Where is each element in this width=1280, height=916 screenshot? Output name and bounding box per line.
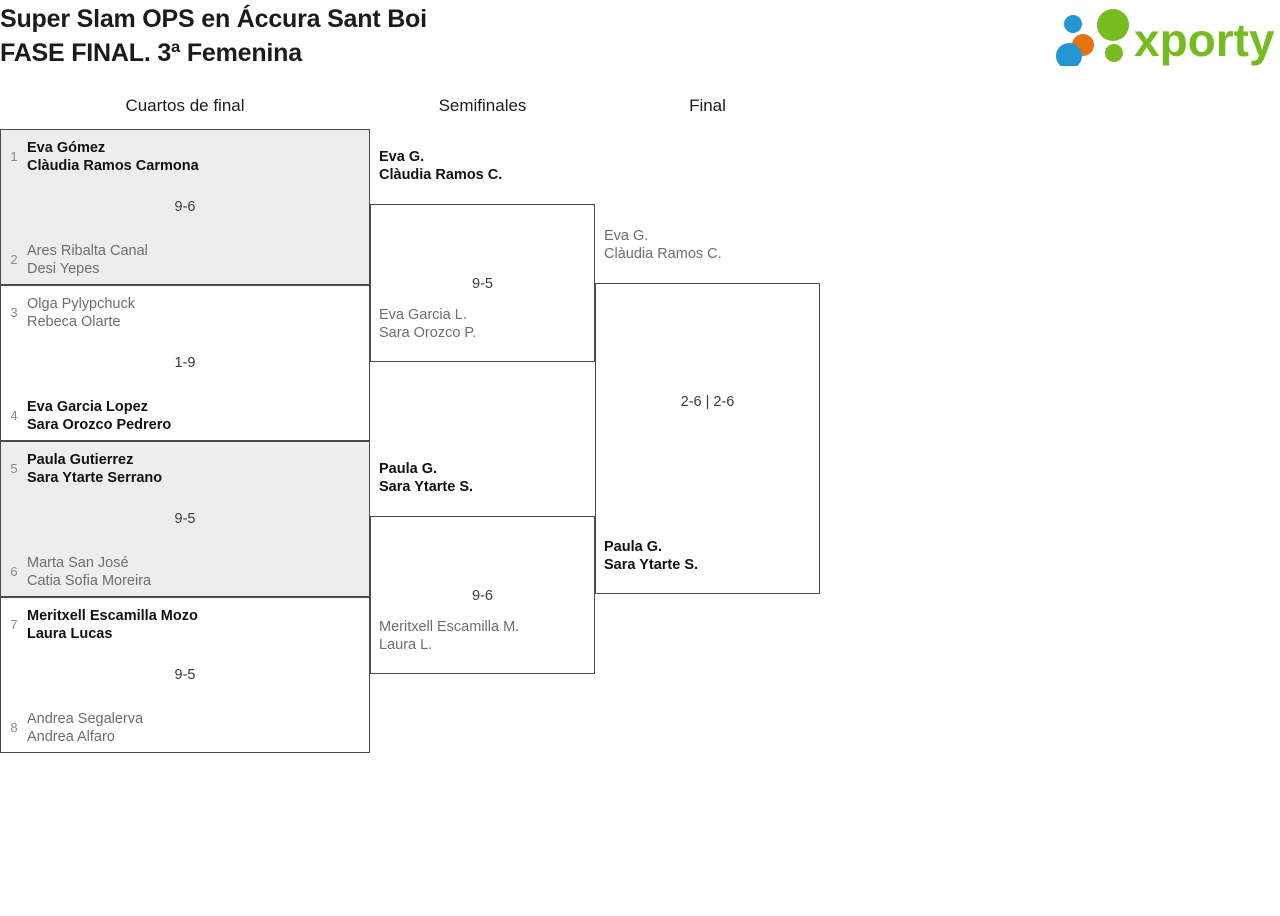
match-team-top[interactable]: Eva G. Clàudia Ramos C.	[379, 148, 590, 184]
player-name-2: Andrea Alfaro	[27, 729, 115, 745]
team-names: Meritxell Escamilla Mozo Laura Lucas	[27, 607, 369, 643]
team-names: Andrea Segalerva Andrea Alfaro	[27, 710, 369, 746]
player-name-1: Eva G.	[604, 228, 649, 244]
match-team-bottom[interactable]: Eva Garcia L. Sara Orozco P.	[379, 306, 590, 342]
seed-number: 6	[10, 564, 18, 579]
team-names: Marta San José Catia Sofia Moreira	[27, 554, 369, 590]
player-name-1: Meritxell Escamilla Mozo	[27, 608, 198, 624]
match-team-top[interactable]: 7 Meritxell Escamilla Mozo Laura Lucas	[1, 607, 369, 643]
team-names: Eva G. Clàudia Ramos C.	[379, 148, 590, 184]
team-names: Ares Ribalta Canal Desi Yepes	[27, 242, 369, 278]
team-names: Eva Gómez Clàudia Ramos Carmona	[27, 139, 369, 175]
match-score: 9-5	[174, 511, 196, 527]
player-name-1: Andrea Segalerva	[27, 711, 144, 727]
title-line-1: Super Slam OPS en Áccura Sant Boi	[0, 5, 427, 33]
match-quarterfinal-2[interactable]: 3 Olga Pylypchuck Rebeca Olarte 1-9 4 Ev…	[0, 285, 370, 441]
player-name-2: Sara Ytarte S.	[379, 479, 474, 495]
match-score: 9-6	[174, 199, 196, 215]
round-header-final: Final	[689, 96, 726, 115]
player-name-1: Paula G.	[379, 461, 438, 477]
seed-number: 3	[10, 305, 18, 320]
player-name-2: Laura L.	[379, 637, 433, 653]
match-score: 1-9	[174, 355, 196, 371]
player-name-1: Paula Gutierrez	[27, 452, 134, 468]
player-name-2: Sara Ytarte Serrano	[27, 470, 163, 486]
player-name-1: Eva Garcia Lopez	[27, 399, 148, 415]
logo-dots-icon	[1056, 9, 1129, 66]
xporty-logo[interactable]: xporty	[1050, 8, 1274, 66]
team-names: Olga Pylypchuck Rebeca Olarte	[27, 295, 369, 331]
seed-number: 5	[10, 461, 18, 476]
match-score: 9-6	[472, 588, 493, 604]
player-name-2: Sara Orozco P.	[379, 325, 477, 341]
player-name-2: Clàudia Ramos Carmona	[27, 158, 199, 174]
match-team-bottom[interactable]: 8 Andrea Segalerva Andrea Alfaro	[1, 710, 369, 746]
match-score: 9-5	[472, 276, 493, 292]
round-header-quarterfinals: Cuartos de final	[125, 96, 245, 115]
player-name-1: Meritxell Escamilla M.	[379, 619, 520, 635]
seed-number: 4	[10, 408, 18, 423]
match-semifinal-2[interactable]: Paula G. Sara Ytarte S. 9-6 Meritxell Es…	[370, 461, 595, 674]
team-names: Eva Garcia Lopez Sara Orozco Pedrero	[27, 398, 369, 434]
match-team-bottom[interactable]: 6 Marta San José Catia Sofia Moreira	[1, 554, 369, 590]
seed-number: 8	[10, 720, 18, 735]
player-name-1: Eva Garcia L.	[379, 307, 467, 323]
match-team-top[interactable]: 5 Paula Gutierrez Sara Ytarte Serrano	[1, 451, 369, 487]
player-name-1: Olga Pylypchuck	[27, 296, 135, 312]
round-header-semifinals: Semifinales	[438, 96, 527, 115]
player-name-1: Marta San José	[27, 555, 129, 571]
match-score: 2-6 | 2-6	[680, 394, 735, 410]
player-name-2: Sara Ytarte S.	[604, 557, 699, 573]
player-name-1: Ares Ribalta Canal	[27, 243, 148, 259]
team-names: Meritxell Escamilla M. Laura L.	[379, 618, 590, 654]
seed-number: 7	[10, 617, 18, 632]
team-names: Eva Garcia L. Sara Orozco P.	[379, 306, 590, 342]
match-quarterfinal-4[interactable]: 7 Meritxell Escamilla Mozo Laura Lucas 9…	[0, 597, 370, 753]
seed-number: 2	[10, 252, 18, 267]
title-line-2: FASE FINAL. 3ª Femenina	[0, 39, 302, 67]
player-name-1: Eva G.	[379, 149, 425, 165]
player-name-2: Laura Lucas	[27, 626, 113, 642]
match-score: 9-5	[174, 667, 196, 683]
match-team-bottom[interactable]: Meritxell Escamilla M. Laura L.	[379, 618, 590, 654]
match-team-bottom[interactable]: 2 Ares Ribalta Canal Desi Yepes	[1, 242, 369, 278]
match-team-top[interactable]: 3 Olga Pylypchuck Rebeca Olarte	[1, 295, 369, 331]
match-team-bottom[interactable]: 4 Eva Garcia Lopez Sara Orozco Pedrero	[1, 398, 369, 434]
page-title: Super Slam OPS en Áccura Sant Boi FASE F…	[0, 2, 900, 70]
team-names: Paula G. Sara Ytarte S.	[379, 460, 590, 496]
match-quarterfinal-3[interactable]: 5 Paula Gutierrez Sara Ytarte Serrano 9-…	[0, 441, 370, 597]
player-name-2: Rebeca Olarte	[27, 314, 121, 330]
team-names: Paula Gutierrez Sara Ytarte Serrano	[27, 451, 369, 487]
player-name-1: Eva Gómez	[27, 140, 106, 156]
player-name-2: Catia Sofia Moreira	[27, 573, 152, 589]
seed-number: 1	[10, 149, 18, 164]
match-team-top[interactable]: Paula G. Sara Ytarte S.	[379, 460, 590, 496]
team-names: Eva G. Clàudia Ramos C.	[604, 227, 815, 263]
match-semifinal-1[interactable]: Eva G. Clàudia Ramos C. 9-5 Eva Garcia L…	[370, 149, 595, 362]
player-name-2: Desi Yepes	[27, 261, 100, 277]
logo-wordmark: xporty	[1134, 14, 1274, 66]
match-team-top[interactable]: 1 Eva Gómez Clàudia Ramos Carmona	[1, 139, 369, 175]
player-name-1: Paula G.	[604, 539, 663, 555]
match-final[interactable]: Eva G. Clàudia Ramos C. 2-6 | 2-6 Paula …	[595, 228, 820, 594]
match-team-top[interactable]: Eva G. Clàudia Ramos C.	[604, 227, 815, 263]
match-quarterfinal-1[interactable]: 1 Eva Gómez Clàudia Ramos Carmona 9-6 2 …	[0, 129, 370, 285]
player-name-2: Clàudia Ramos C.	[379, 167, 503, 183]
team-names: Paula G. Sara Ytarte S.	[604, 538, 815, 574]
match-team-bottom[interactable]: Paula G. Sara Ytarte S.	[604, 538, 815, 574]
player-name-2: Clàudia Ramos C.	[604, 246, 722, 262]
player-name-2: Sara Orozco Pedrero	[27, 417, 172, 433]
